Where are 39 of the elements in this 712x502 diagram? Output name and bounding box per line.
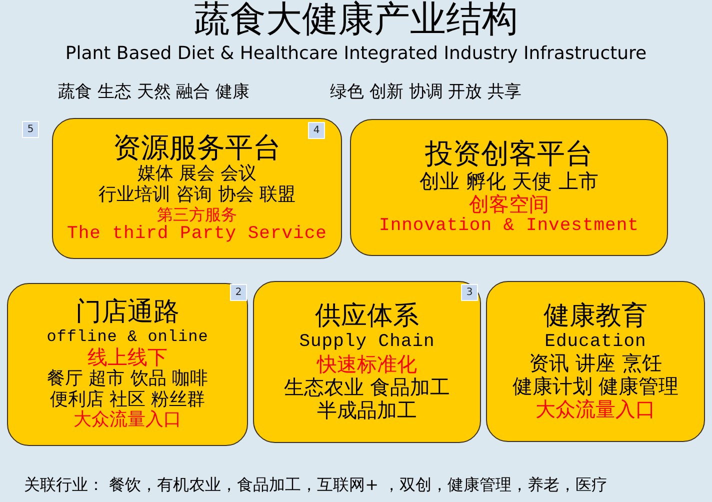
slide-number: 3 xyxy=(461,284,478,301)
title: 蔬食大健康产业结构 xyxy=(193,0,519,40)
box-text: 便利店 社区 粉丝群 xyxy=(50,390,206,410)
box-heading: 门店通路 xyxy=(76,298,180,328)
footer-note: 关联行业： 餐饮，有机农业，食品加工，互联网+ ，双创，健康管理，养老，医疗 xyxy=(24,476,608,494)
box-text: Innovation & Investment xyxy=(379,216,639,237)
box-text: 大众流量入口 xyxy=(74,410,182,432)
platform-box xyxy=(7,283,248,446)
box-text: 第三方服务 xyxy=(157,206,237,224)
box-text: 大众流量入口 xyxy=(536,398,656,422)
box-text: Supply Chain xyxy=(299,332,435,353)
box-text: 创业 孵化 天使 上市 xyxy=(419,170,599,194)
box-text: 资讯 讲座 烹饪 xyxy=(529,352,662,376)
box-text: 创客空间 xyxy=(469,193,549,216)
box-text: 线上线下 xyxy=(88,346,168,370)
keyword-line: 绿色 创新 协调 开放 共享 xyxy=(330,83,522,102)
slide-number: 5 xyxy=(22,121,39,138)
box-text: The third Party Service xyxy=(67,224,327,245)
platform-box xyxy=(486,281,705,442)
box-text: 生态农业 食品加工 xyxy=(284,376,450,399)
box-text: Education xyxy=(544,332,646,352)
box-text: 餐厅 超市 饮品 咖啡 xyxy=(46,369,208,390)
box-heading: 健康教育 xyxy=(544,302,648,332)
platform-box xyxy=(350,119,668,256)
box-text: 健康计划 健康管理 xyxy=(512,375,679,398)
box-text: 快速标准化 xyxy=(317,352,417,376)
box-text: 半成品加工 xyxy=(317,398,417,422)
platform-box xyxy=(253,281,481,443)
subtitle: Plant Based Diet & Healthcare Integrated Industry Infrastructure xyxy=(64,44,648,64)
box-text: offline & online xyxy=(46,328,208,346)
platform-box xyxy=(52,118,342,259)
box-text: 媒体 展会 会议 xyxy=(137,164,257,184)
slide-number: 2 xyxy=(230,284,247,301)
box-text: 行业培训 咨询 协会 联盟 xyxy=(98,185,296,206)
slide-number: 4 xyxy=(308,122,325,139)
keyword-line: 蔬食 生态 天然 融合 健康 xyxy=(58,83,250,102)
box-heading: 资源服务平台 xyxy=(113,132,281,164)
box-heading: 供应体系 xyxy=(315,302,419,332)
box-heading: 投资创客平台 xyxy=(425,138,593,170)
